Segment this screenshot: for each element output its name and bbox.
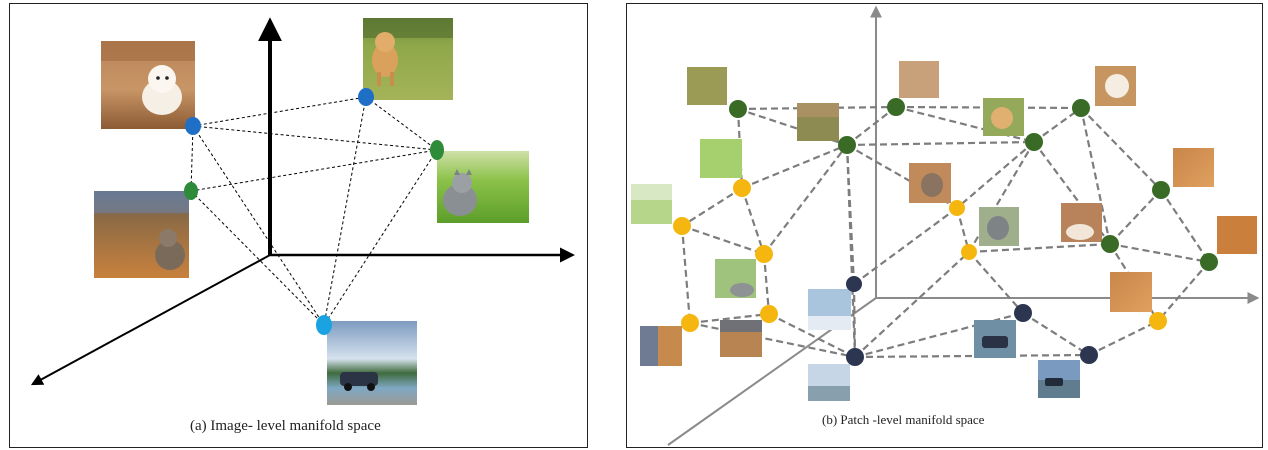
node-green	[729, 100, 747, 118]
node-yellow	[755, 245, 773, 263]
patch-nodes	[673, 98, 1218, 366]
axis-a-depth	[30, 254, 271, 386]
patch-edges	[680, 105, 1210, 359]
dot-puppy	[185, 117, 201, 135]
patch-level-manifold	[631, 5, 1260, 446]
node-yellow	[681, 314, 699, 332]
patch-wood-2	[1217, 216, 1257, 254]
node-green	[1152, 181, 1170, 199]
patch-wood-1	[1173, 148, 1214, 187]
image-edges	[190, 96, 438, 326]
panel-patch-level	[626, 3, 1263, 448]
node-yellow	[949, 200, 965, 216]
thumb-puppy	[101, 41, 195, 129]
node-green	[1200, 253, 1218, 271]
node-green	[838, 136, 856, 154]
thumb-golden-dog	[363, 18, 453, 100]
node-navy	[1014, 304, 1032, 322]
thumb-kitten-grass	[437, 151, 529, 223]
node-yellow	[961, 244, 977, 260]
patch-thumbnails	[631, 61, 1257, 401]
thumb-car-lake	[327, 321, 417, 405]
patch-grass-3	[700, 139, 742, 178]
caption-patch-level: (b) Patch -level manifold space	[822, 412, 985, 427]
image-level-manifold	[30, 17, 575, 405]
dot-cat	[184, 182, 198, 200]
node-yellow	[1149, 312, 1167, 330]
node-yellow	[673, 217, 691, 235]
caption-image-level: (a) Image- level manifold space	[190, 418, 381, 434]
thumb-cat-floor	[94, 191, 189, 278]
patch-grass-1	[687, 67, 727, 105]
node-navy	[846, 276, 862, 292]
node-yellow	[760, 305, 778, 323]
patch-wood-3	[1110, 272, 1152, 312]
node-navy	[1080, 346, 1098, 364]
node-green	[1101, 235, 1119, 253]
node-yellow	[733, 179, 751, 197]
node-green	[1072, 99, 1090, 117]
node-green	[887, 98, 905, 116]
dot-car	[316, 315, 332, 335]
node-navy	[846, 348, 864, 366]
patch-dog-leg	[899, 61, 939, 98]
dot-golden-dog	[358, 88, 374, 106]
dot-kitten	[430, 140, 444, 160]
node-green	[1025, 133, 1043, 151]
